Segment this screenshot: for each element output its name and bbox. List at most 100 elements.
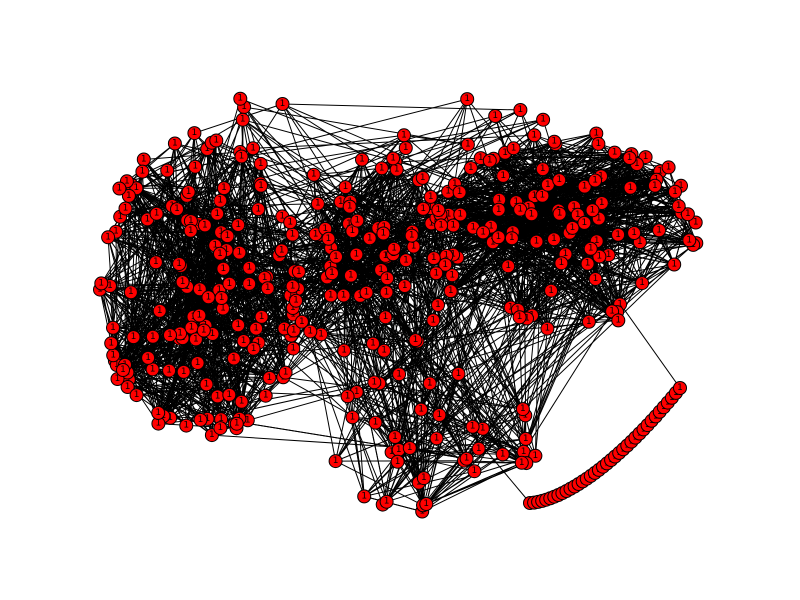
graph-node: 1 [378, 310, 393, 325]
node-label: 1 [505, 261, 511, 271]
node-label: 1 [218, 423, 224, 433]
graph-edge [252, 147, 351, 203]
graph-node: 1 [408, 333, 423, 348]
graph-edge [107, 237, 134, 338]
node-label: 1 [110, 350, 116, 360]
node-label: 1 [259, 312, 265, 322]
node-circle [554, 256, 569, 271]
node-label: 1 [384, 287, 390, 297]
graph-edge [212, 203, 319, 335]
graph-edge [466, 321, 590, 460]
node-circle [294, 314, 309, 329]
graph-edge [289, 221, 473, 428]
node-label: 1 [496, 232, 502, 242]
graph-node: 1 [262, 370, 277, 385]
node-label: 1 [214, 209, 220, 219]
graph-edge [423, 248, 592, 479]
node-circle [355, 152, 369, 167]
graph-node: 1 [275, 97, 290, 111]
graph-edge [523, 278, 596, 452]
node-label: 1 [290, 230, 296, 240]
node-circle [236, 334, 251, 348]
node-circle [535, 188, 550, 203]
graph-edge [411, 231, 465, 461]
node-circle [336, 288, 351, 303]
graph-node: 1 [222, 387, 237, 402]
graph-edge [107, 237, 161, 312]
node-label: 1 [256, 338, 262, 348]
node-circle [152, 303, 167, 318]
node-circle [120, 380, 135, 394]
graph-node: 1 [583, 241, 598, 256]
node-circle [112, 181, 127, 196]
node-label: 1 [110, 323, 116, 333]
node-label: 1 [150, 332, 156, 342]
node-circle [116, 363, 130, 377]
node-label: 1 [224, 245, 230, 255]
node-circle [254, 178, 268, 193]
node-label: 1 [582, 182, 588, 192]
node-label: 1 [354, 387, 360, 397]
node-label: 1 [643, 152, 649, 162]
graph-edge [522, 264, 675, 410]
node-label: 1 [322, 224, 328, 234]
node-circle [188, 332, 203, 347]
graph-node: 1 [585, 203, 600, 218]
graph-node: 1 [518, 431, 533, 446]
node-label: 1 [217, 196, 223, 206]
graph-edge [457, 257, 526, 416]
graph-edge [133, 336, 164, 417]
node-circle [423, 189, 438, 204]
node-circle [588, 173, 603, 188]
node-circle [585, 203, 600, 218]
node-label: 1 [176, 259, 182, 269]
node-label: 1 [126, 191, 132, 201]
graph-edge [328, 238, 393, 453]
node-label: 1 [588, 244, 594, 254]
graph-node: 1 [210, 389, 225, 404]
graph-edge [190, 221, 213, 335]
node-circle [126, 330, 141, 345]
node-label: 1 [220, 304, 226, 314]
graph-node: 1 [148, 255, 163, 270]
graph-node: 1 [527, 128, 542, 143]
graph-edge [463, 311, 618, 462]
graph-node: 1 [213, 193, 228, 208]
node-label: 1 [258, 181, 264, 191]
node-label: 1 [204, 379, 210, 389]
node-circle [583, 241, 598, 256]
node-label: 1 [666, 162, 672, 172]
graph-node: 1 [234, 394, 249, 409]
graph-edge [523, 208, 548, 329]
node-circle [536, 112, 551, 127]
node-label: 1 [433, 268, 439, 278]
graph-edge [349, 119, 544, 208]
node-label: 1 [164, 166, 170, 176]
node-circle [611, 313, 626, 328]
graph-node: 1 [552, 173, 567, 188]
graph-node: 1 [488, 109, 503, 123]
graph-node: 1 [416, 471, 431, 486]
node-circle [251, 202, 266, 217]
node-label: 1 [517, 312, 523, 322]
node-circle [94, 276, 109, 291]
graph-edge [386, 455, 536, 503]
graph-node: 1 [419, 497, 434, 511]
node-label: 1 [347, 202, 353, 212]
node-label: 1 [128, 287, 134, 297]
node-label: 1 [328, 291, 334, 301]
graph-node: 1 [506, 141, 521, 156]
graph-node: 1 [512, 310, 527, 325]
node-label: 1 [311, 170, 317, 180]
node-label: 1 [520, 404, 526, 414]
node-label: 1 [217, 249, 223, 259]
node-circle [216, 261, 231, 276]
graph-edge [176, 208, 374, 345]
node-circle [226, 351, 241, 366]
node-circle [652, 223, 667, 238]
node-label: 1 [290, 344, 296, 354]
graph-edge [206, 266, 331, 385]
node-label: 1 [488, 222, 494, 232]
graph-node: 1 [355, 152, 369, 167]
graph-edge [335, 231, 514, 462]
